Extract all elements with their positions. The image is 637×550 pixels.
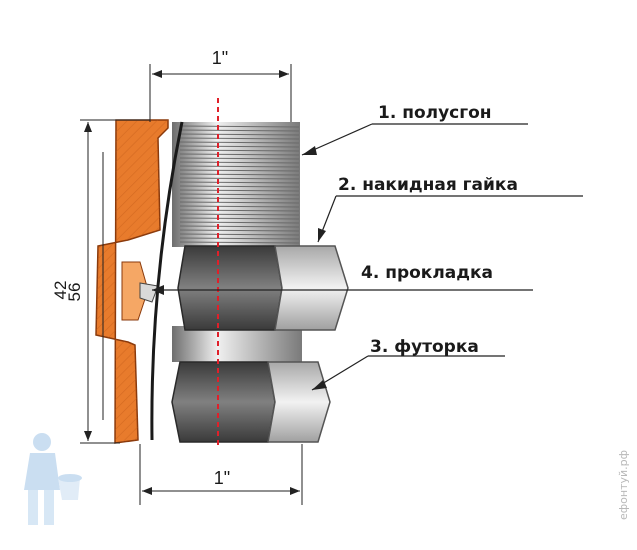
callout-1: 1. полусгон	[301, 103, 528, 156]
thread-line	[179, 125, 300, 128]
bushing-nut	[171, 361, 331, 443]
thread-line	[179, 129, 300, 132]
thread-line	[179, 173, 300, 176]
thread-line	[179, 213, 300, 216]
thread-line	[179, 201, 300, 204]
thread-line	[179, 225, 300, 228]
thread-line	[179, 177, 300, 180]
thread-line	[179, 209, 300, 212]
watermark: ефонтуй.рф	[617, 450, 630, 520]
gasket-curve	[150, 121, 184, 441]
diameter-dimensions: 56 42	[51, 119, 150, 444]
thread-line	[179, 149, 300, 152]
thread-line	[179, 241, 300, 244]
thread-line	[179, 237, 300, 240]
callout-3: 3. футорка	[311, 337, 505, 391]
thread-line	[179, 181, 300, 184]
thread-line	[179, 141, 300, 144]
inner-diameter-label: 42	[51, 281, 70, 300]
union-nut	[177, 245, 349, 331]
thread-line	[179, 165, 300, 168]
thread-line	[179, 193, 300, 196]
callout-2: 2. накидная гайка	[317, 175, 583, 243]
thread-line	[179, 137, 300, 140]
thread-line	[179, 133, 300, 136]
plumber-mascot-icon	[24, 433, 82, 525]
thread-line	[179, 229, 300, 232]
top-width-label: 1"	[212, 48, 228, 68]
thread-line	[179, 233, 300, 236]
thread-line	[179, 189, 300, 192]
thread-line	[179, 217, 300, 220]
thread-line	[179, 157, 300, 160]
gasket	[139, 282, 159, 303]
thread-lines	[179, 125, 300, 244]
thread-line	[179, 185, 300, 188]
thread-line	[179, 205, 300, 208]
thread-line	[179, 145, 300, 148]
thread-line	[179, 221, 300, 224]
bottom-dimension: 1"	[139, 444, 303, 505]
threaded-pipe	[172, 122, 302, 362]
outer-diameter-label: 56	[65, 283, 84, 302]
thread-line	[179, 169, 300, 172]
callout-1-label: 1. полусгон	[378, 103, 492, 123]
callout-4: 4. прокладка	[152, 263, 533, 295]
callout-2-label: 2. накидная гайка	[338, 175, 518, 195]
top-dimension: 1"	[149, 48, 292, 122]
thread-line	[179, 197, 300, 200]
bottom-width-label: 1"	[214, 468, 230, 488]
callout-4-label: 4. прокладка	[361, 263, 493, 283]
thread-line	[179, 161, 300, 164]
thread-line	[179, 153, 300, 156]
callout-3-label: 3. футорка	[370, 337, 479, 357]
